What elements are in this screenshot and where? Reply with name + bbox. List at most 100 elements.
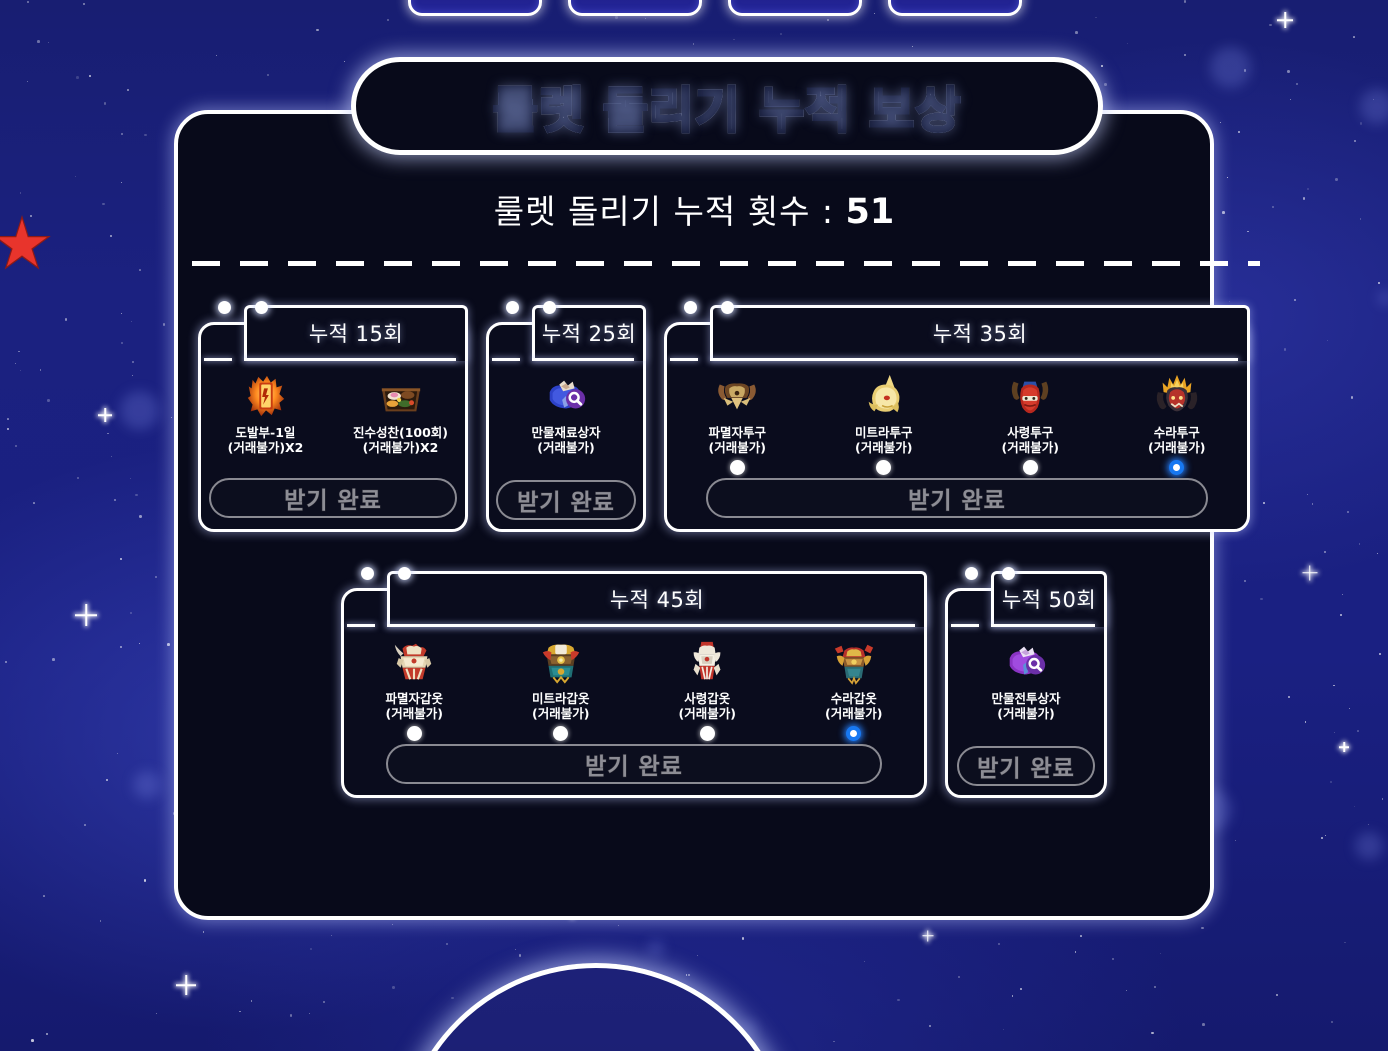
card-item-row: 파멸자갑옷(거래불가)미트라갑옷(거래불가)사령갑옷(거래불가)수라갑옷(거래불…	[341, 639, 927, 741]
reward-item[interactable]: 사령갑옷(거래불가)	[648, 639, 766, 741]
card-pin-right-icon	[398, 567, 411, 580]
fiery-scroll-icon	[243, 373, 289, 419]
card-item-row: 만물전투상자(거래불가)	[945, 639, 1107, 721]
card-header-label: 누적 50회	[1001, 588, 1097, 612]
top-tab-2[interactable]	[568, 0, 702, 16]
reward-item-tradability: (거래불가)X2	[227, 440, 304, 455]
card-pin-left-icon	[218, 301, 231, 314]
reward-item[interactable]: 미트라투구(거래불가)	[825, 373, 943, 475]
claim-reward-button[interactable]: 받기 완료	[957, 746, 1095, 786]
reward-item-name: 파멸자투구	[708, 425, 766, 440]
reward-item: 진수성찬(100회)(거래불가)X2	[342, 373, 460, 455]
reward-item-tradability: (거래불가)	[532, 706, 590, 721]
reward-item-radio[interactable]	[729, 460, 745, 475]
reward-item[interactable]: 수라갑옷(거래불가)	[795, 639, 913, 741]
dashed-divider	[192, 261, 1260, 266]
card-pin-right-icon	[721, 301, 734, 314]
reward-item-radio[interactable]	[1022, 460, 1038, 475]
card-item-row: 파멸자투구(거래불가)미트라투구(거래불가)사령투구(거래불가)수라투구(거래불…	[664, 373, 1250, 475]
reward-item[interactable]: 파멸자투구(거래불가)	[678, 373, 796, 475]
accumulated-count-line: 룰렛 돌리기 누적 횟수 : 51	[0, 185, 1388, 233]
reward-item[interactable]: 수라투구(거래불가)	[1118, 373, 1236, 475]
red-gold-armor-icon	[831, 639, 877, 685]
reward-item-tradability: (거래불가)	[997, 706, 1055, 721]
card-header-bar: 누적 35회	[710, 305, 1250, 361]
reward-item-name: 미트라투구	[854, 425, 913, 440]
reward-item-name: 도발부-1일	[235, 425, 296, 440]
reward-item: 만물재료상자(거래불가)	[507, 373, 625, 455]
accumulated-count-value: 51	[845, 192, 895, 232]
reward-item[interactable]: 미트라갑옷(거래불가)	[502, 639, 620, 741]
top-tab-3[interactable]	[728, 0, 862, 16]
reward-item-name: 사령갑옷	[684, 691, 731, 706]
card-header-rule	[991, 624, 1095, 627]
reward-item-name: 수라갑옷	[830, 691, 877, 706]
card-header-stub	[204, 358, 232, 361]
reward-item[interactable]: 파멸자갑옷(거래불가)	[355, 639, 473, 741]
reward-item-radio[interactable]	[846, 726, 862, 741]
card-header-rule	[244, 358, 456, 361]
card-pin-left-icon	[684, 301, 697, 314]
food-tray-icon	[378, 373, 424, 419]
white-red-armor-icon	[684, 639, 730, 685]
card-header-label: 누적 45회	[609, 588, 705, 612]
reward-item-tradability: (거래불가)	[1148, 440, 1206, 455]
reward-item-tradability: (거래불가)	[678, 706, 736, 721]
claim-reward-button[interactable]: 받기 완료	[386, 744, 882, 784]
card-pin-left-icon	[965, 567, 978, 580]
reward-item-name: 만물재료상자	[531, 425, 601, 440]
reward-item-tradability: (거래불가)	[708, 440, 766, 455]
card-pin-left-icon	[361, 567, 374, 580]
cream-red-armor-icon	[391, 639, 437, 685]
accumulated-count-label: 룰렛 돌리기 누적 횟수 :	[493, 192, 846, 231]
flame-demon-helmet-icon	[1154, 373, 1200, 419]
card-pin-right-icon	[1002, 567, 1015, 580]
card-header-rule	[710, 358, 1238, 361]
red-bull-helmet-icon	[1007, 373, 1053, 419]
reward-item-name: 만물전투상자	[991, 691, 1061, 706]
card-header-stub	[670, 358, 698, 361]
bottom-event-title: 이벤트	[403, 1042, 789, 1051]
reward-item-radio[interactable]	[553, 726, 569, 741]
top-tab-4[interactable]	[888, 0, 1022, 16]
card-header-bar: 누적 50회	[991, 571, 1107, 627]
blue-material-box-icon	[543, 373, 589, 419]
card-header-bar: 누적 25회	[532, 305, 646, 361]
horned-helmet-icon	[714, 373, 760, 419]
claim-reward-button[interactable]: 받기 완료	[706, 478, 1208, 518]
reward-item-name: 미트라갑옷	[531, 691, 590, 706]
section-title-banner: 룰렛 돌리기 누적 보상	[351, 57, 1103, 155]
reward-item[interactable]: 사령투구(거래불가)	[971, 373, 1089, 475]
card-header-rule	[387, 624, 915, 627]
gold-teal-armor-icon	[538, 639, 584, 685]
reward-item: 만물전투상자(거래불가)	[967, 639, 1085, 721]
reward-item: 도발부-1일(거래불가)X2	[207, 373, 325, 455]
reward-item-name: 진수성찬(100회)	[352, 425, 449, 440]
reward-item-tradability: (거래불가)	[825, 706, 883, 721]
card-item-row: 만물재료상자(거래불가)	[486, 373, 646, 455]
card-header-label: 누적 15회	[308, 322, 404, 346]
reward-item-tradability: (거래불가)	[385, 706, 443, 721]
reward-item-tradability: (거래불가)X2	[362, 440, 439, 455]
card-header-label: 누적 25회	[541, 322, 637, 346]
reward-item-radio[interactable]	[406, 726, 422, 741]
claim-reward-button[interactable]: 받기 완료	[496, 480, 636, 520]
reward-item-radio[interactable]	[699, 726, 715, 741]
purple-battle-box-icon	[1003, 639, 1049, 685]
top-tab-button-row	[408, 0, 1022, 16]
claim-reward-button[interactable]: 받기 완료	[209, 478, 457, 518]
reward-item-radio[interactable]	[1169, 460, 1185, 475]
reward-item-radio[interactable]	[876, 460, 892, 475]
card-header-label: 누적 35회	[932, 322, 1028, 346]
card-header-bar: 누적 45회	[387, 571, 927, 627]
card-header-stub	[951, 624, 979, 627]
reward-item-name: 파멸자갑옷	[385, 691, 443, 706]
top-tab-1[interactable]	[408, 0, 542, 16]
